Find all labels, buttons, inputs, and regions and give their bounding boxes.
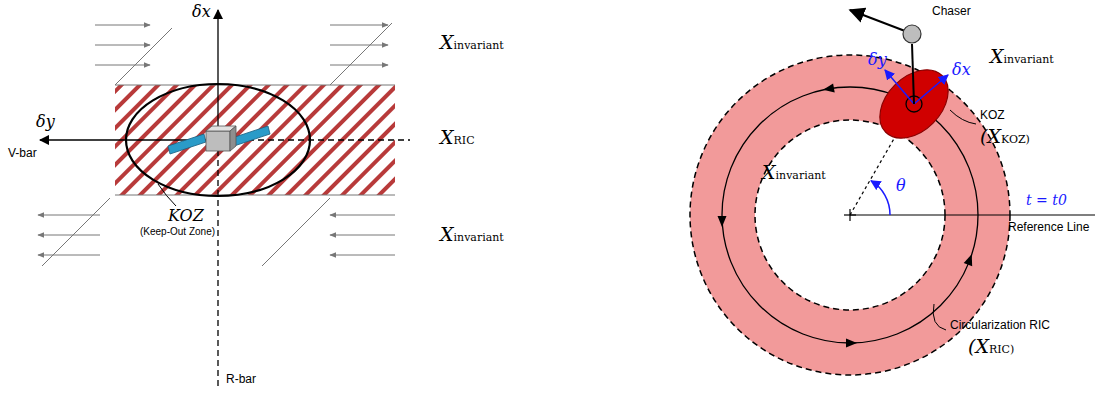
region-label: Circularization RIC — [950, 318, 1050, 332]
axis-label: R-bar — [226, 372, 256, 386]
time-label: t = t0 — [1026, 192, 1067, 209]
dx-arrow — [914, 75, 948, 104]
drift-arrows — [38, 23, 395, 266]
dx-axis — [217, 10, 218, 140]
leader-line — [158, 184, 176, 206]
right-panel — [690, 10, 1095, 375]
chaser-body — [903, 25, 921, 43]
axis-label: δx — [192, 2, 211, 21]
theta-arc — [871, 181, 890, 215]
left-panel — [38, 10, 410, 388]
region-label: Xinvariant — [440, 30, 504, 55]
dy-arrow — [885, 70, 914, 104]
object-label: Chaser — [932, 4, 971, 18]
zone-label: (Keep-Out Zone) — [140, 226, 215, 238]
region-label: Xinvariant — [440, 222, 504, 247]
line-label: Reference Line — [1008, 220, 1089, 234]
region-label: Xinvariant — [990, 44, 1054, 69]
zone-label: (XKOZ) — [980, 124, 1030, 149]
reference-line — [850, 214, 1095, 215]
angle-label: θ — [896, 176, 906, 195]
leader-line — [933, 304, 946, 330]
region-label: XRIC — [440, 125, 475, 150]
rbar-line — [217, 140, 218, 388]
zone-label: KOZ — [168, 206, 204, 225]
region-label: (XRIC) — [968, 334, 1014, 359]
leader-line — [950, 110, 976, 124]
axis-label: δy — [868, 50, 887, 69]
satellite-icon — [168, 126, 270, 154]
zone-label: KOZ — [980, 108, 1005, 122]
axis-label: δx — [952, 60, 971, 79]
axis-label: V-bar — [8, 146, 37, 160]
chaser-velocity — [850, 10, 905, 31]
axis-label: δy — [36, 112, 55, 131]
region-label: Xinvariant — [762, 160, 826, 185]
